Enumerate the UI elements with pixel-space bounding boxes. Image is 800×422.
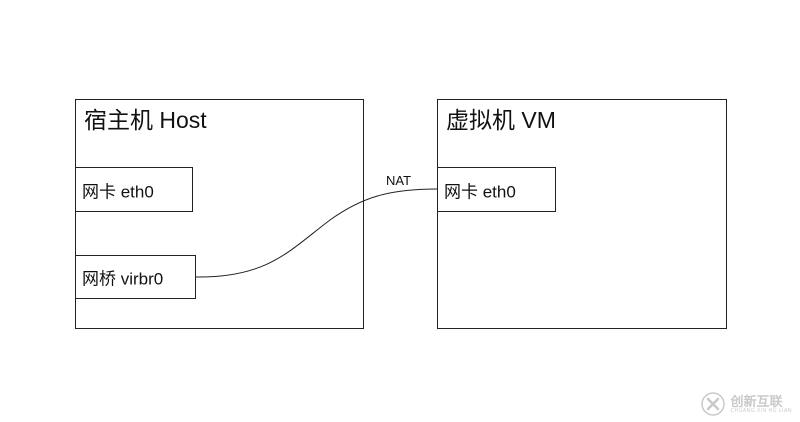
vm-nic-eth0-box: 网卡 eth0 — [437, 167, 556, 212]
watermark-subtext: CHUANG XIN HU LIAN — [730, 407, 792, 414]
watermark-text: 创新互联 — [730, 393, 783, 409]
host-nic-eth0-label: 网卡 eth0 — [82, 182, 154, 201]
host-bridge-virbr0-label: 网桥 virbr0 — [82, 269, 164, 289]
host-bridge-virbr0-box: 网桥 virbr0 — [75, 255, 196, 299]
watermark: 创新互联 CHUANG XIN HU LIAN — [701, 392, 792, 416]
vm-nic-eth0-label: 网卡 eth0 — [444, 182, 516, 201]
nat-label: NAT — [386, 173, 412, 188]
host-machine-title: 宿主机 Host — [84, 107, 207, 133]
host-nic-eth0-box: 网卡 eth0 — [75, 167, 193, 212]
virtual-machine-title: 虚拟机 VM — [446, 107, 556, 133]
virtual-machine-box: 虚拟机 VM — [437, 99, 727, 329]
x-logo-icon — [701, 392, 726, 416]
